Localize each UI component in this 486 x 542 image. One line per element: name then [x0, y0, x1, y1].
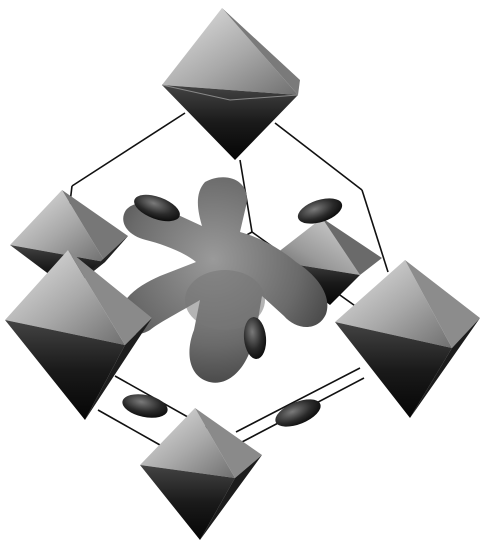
octahedron-front-left [5, 250, 152, 420]
octahedron-front-right [335, 260, 480, 418]
ellipsoid [120, 390, 170, 421]
octahedron-top [162, 8, 300, 160]
cell-edge [275, 123, 362, 190]
cell-edge [72, 113, 185, 186]
